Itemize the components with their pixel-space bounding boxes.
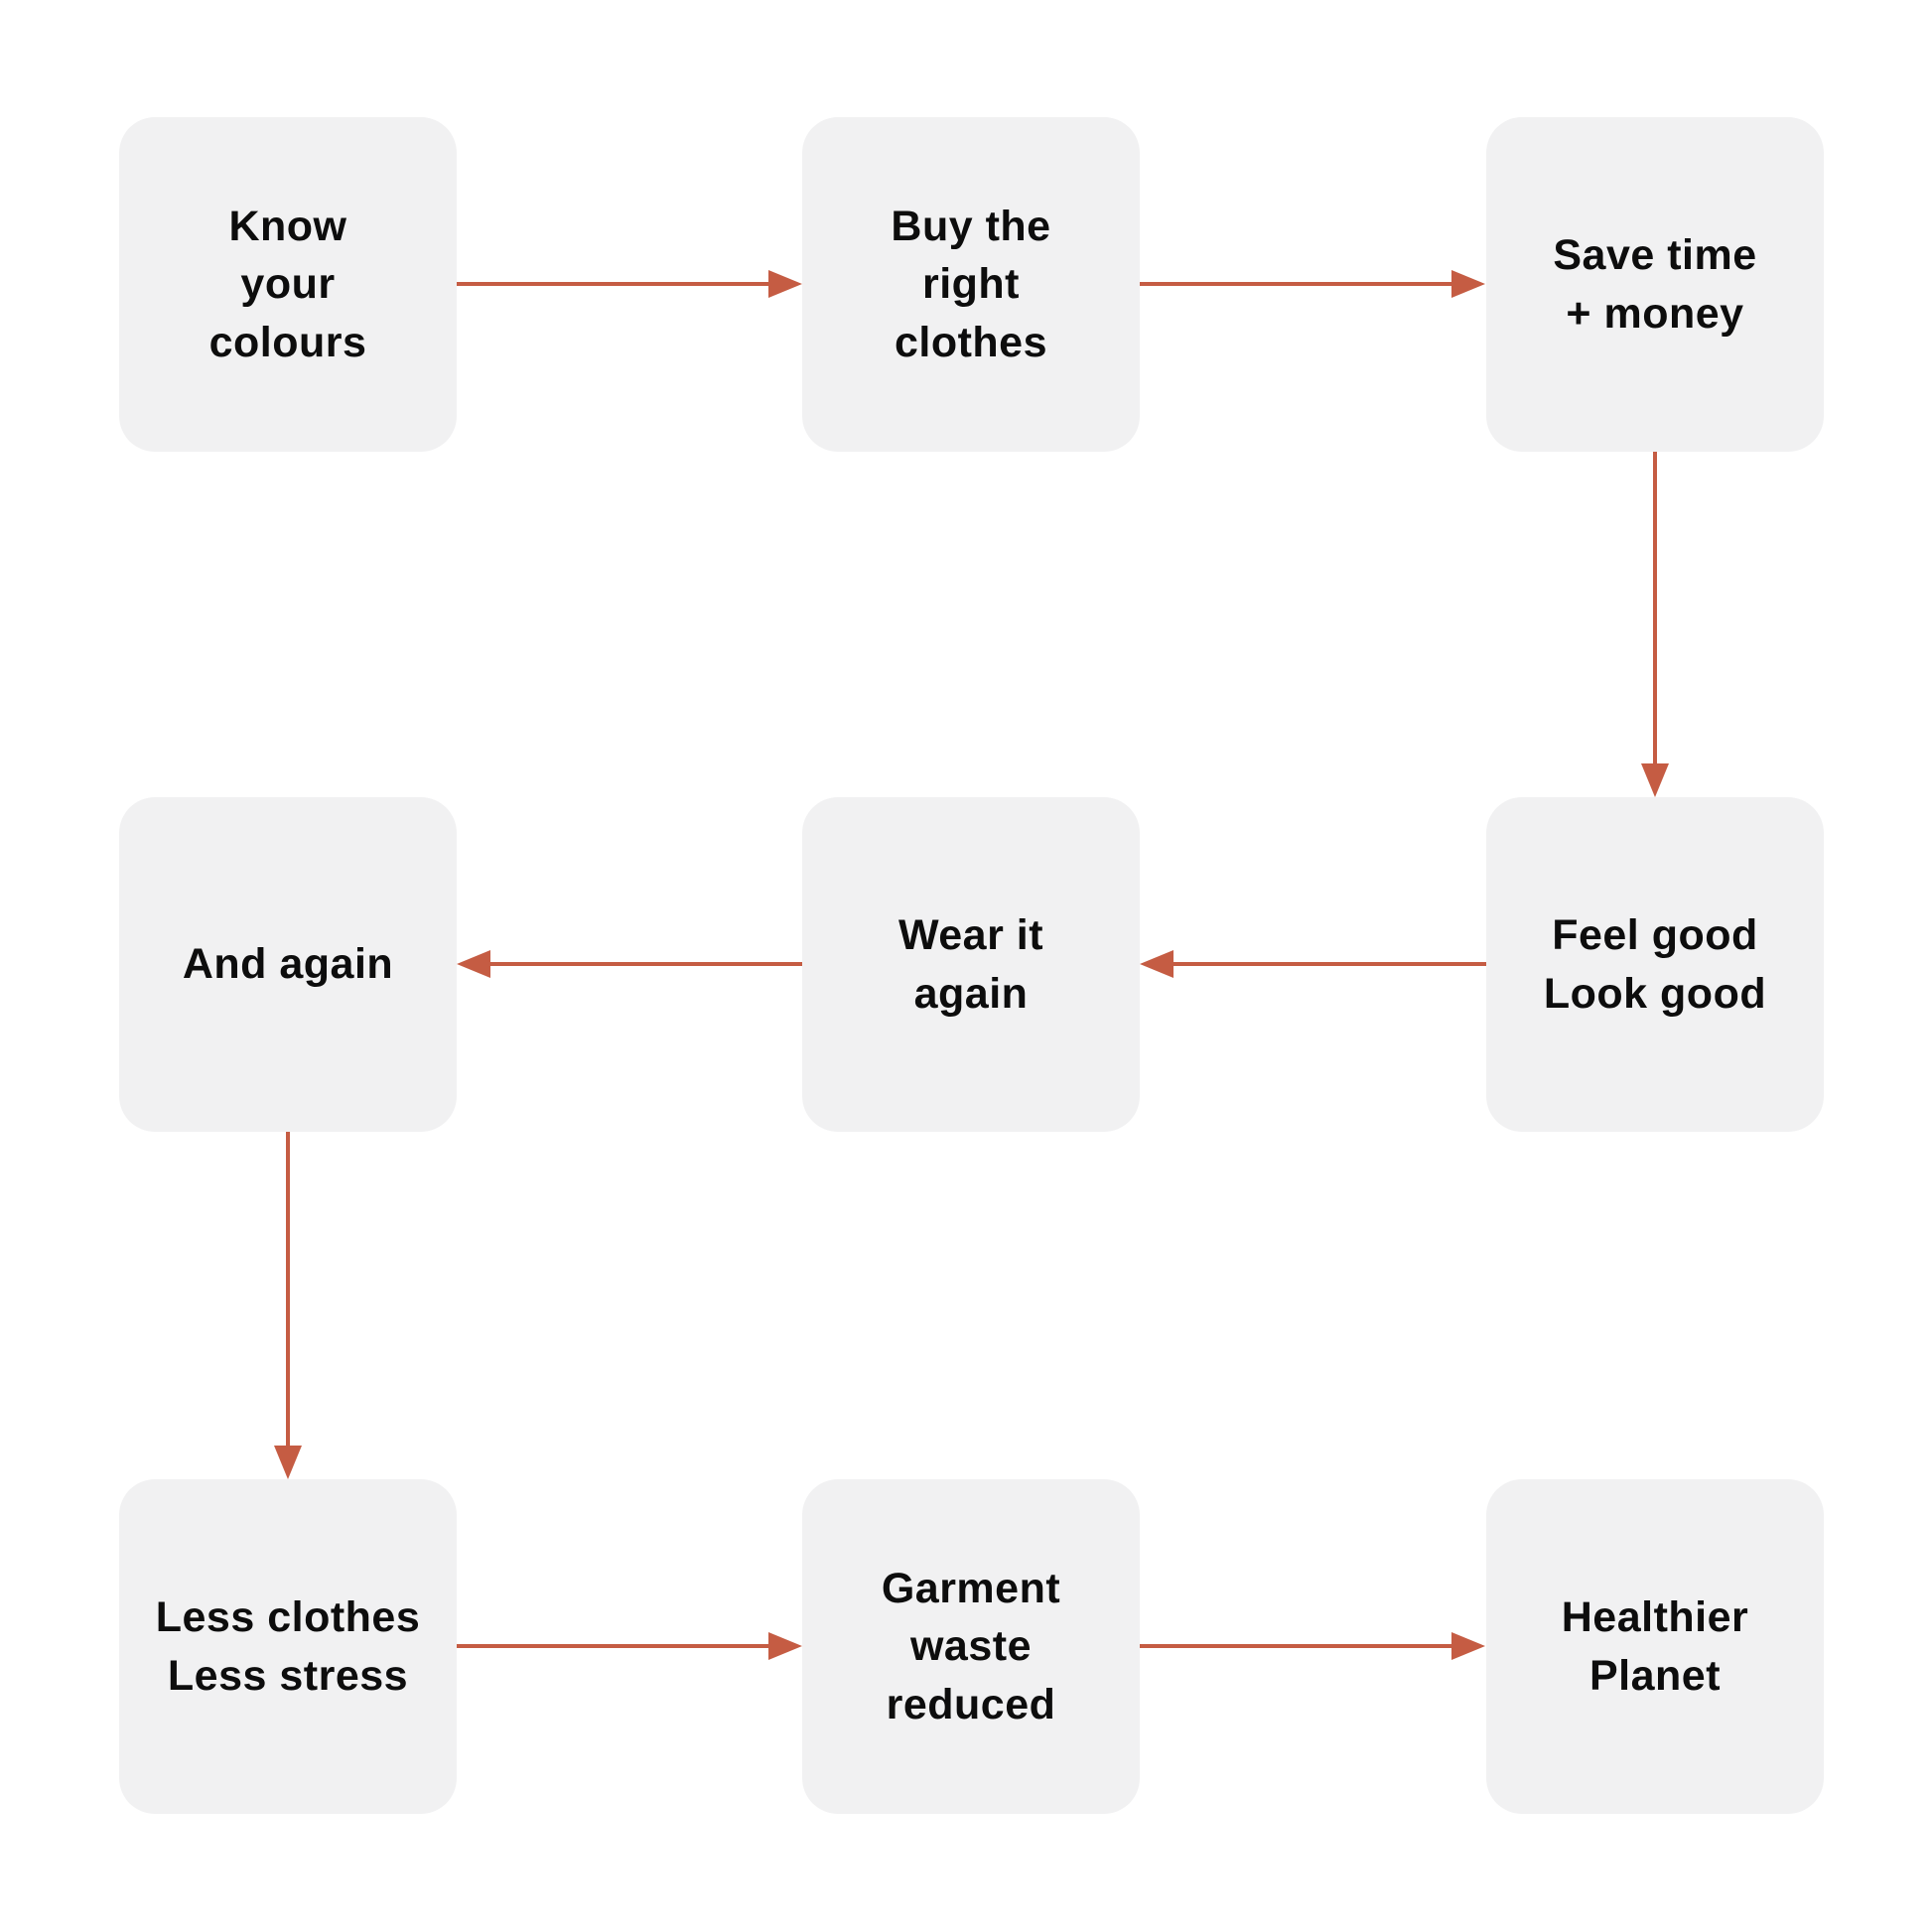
node-label: Buy the right clothes — [891, 202, 1051, 366]
node-label: And again — [182, 940, 394, 989]
node-label: Garment waste reduced — [881, 1564, 1061, 1728]
arrow-garment-to-planet — [1140, 1632, 1485, 1660]
arrow-andagain-to-lessclothes — [274, 1132, 302, 1479]
node-know-your-colours: Know your colours — [119, 117, 457, 452]
arrow-buy-to-save — [1140, 270, 1485, 298]
node-label: Know your colours — [208, 202, 367, 366]
node-buy-the-right-clothes: Buy the right clothes — [802, 117, 1140, 452]
node-label: Feel good Look good — [1543, 911, 1767, 1018]
arrow-lessclothes-to-garment — [457, 1632, 802, 1660]
node-and-again: And again — [119, 797, 457, 1132]
node-label: Healthier Planet — [1561, 1593, 1749, 1700]
node-wear-it-again: Wear it again — [802, 797, 1140, 1132]
node-save-time-money: Save time + money — [1486, 117, 1824, 452]
arrow-feelgood-to-wear — [1140, 950, 1486, 978]
arrow-know-to-buy — [457, 270, 802, 298]
node-label: Less clothes Less stress — [155, 1593, 421, 1700]
node-garment-waste-reduced: Garment waste reduced — [802, 1479, 1140, 1814]
arrow-save-to-feelgood — [1641, 452, 1669, 797]
node-healthier-planet: Healthier Planet — [1486, 1479, 1824, 1814]
node-feel-good-look-good: Feel good Look good — [1486, 797, 1824, 1132]
node-label: Wear it again — [897, 911, 1044, 1018]
node-label: Save time + money — [1553, 231, 1757, 338]
arrow-wear-to-andagain — [457, 950, 802, 978]
node-less-clothes-less-stress: Less clothes Less stress — [119, 1479, 457, 1814]
